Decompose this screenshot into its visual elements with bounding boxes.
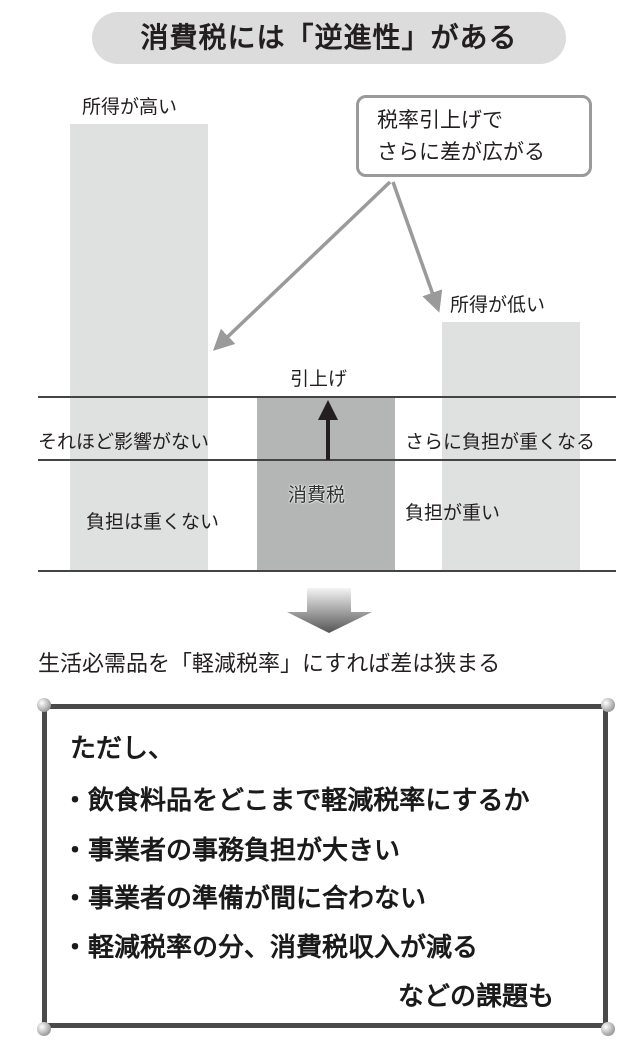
corner-rivet xyxy=(37,1022,51,1036)
corner-rivet xyxy=(601,698,615,712)
callout-box: 税率引上げで さらに差が広がる xyxy=(356,95,592,177)
high-income-label: 所得が高い xyxy=(82,96,178,118)
issues-closing: などの課題も xyxy=(398,982,555,1012)
low-income-bar xyxy=(442,322,580,571)
consumption-tax-label: 消費税 xyxy=(288,484,346,506)
high-income-upper-text: それほど影響がない xyxy=(38,431,210,453)
low-income-upper-text: さらに負担が重くなる xyxy=(405,431,596,453)
issue-item: ・飲食料品をどこまで軽減税率にするか xyxy=(62,786,530,816)
high-income-lower-text: 負担は重くない xyxy=(86,511,220,533)
corner-rivet xyxy=(601,1022,615,1036)
issue-item: ・事業者の事務負担が大きい xyxy=(62,836,401,866)
issue-item: ・事業者の準備が間に合わない xyxy=(62,884,427,914)
issues-intro: ただし、 xyxy=(70,734,175,764)
divider-line xyxy=(38,396,616,398)
callout-arrow-left xyxy=(212,180,392,351)
down-arrow-icon xyxy=(287,588,372,633)
callout-line1: 税率引上げで xyxy=(377,108,503,132)
up-arrow-icon xyxy=(318,400,338,420)
callout-arrow-right xyxy=(391,181,443,313)
arrows-layer xyxy=(212,180,443,633)
callout-line2: さらに差が広がる xyxy=(377,140,545,164)
issues-box xyxy=(42,704,608,1028)
issue-item: ・軽減税率の分、消費税収入が減る xyxy=(62,933,479,963)
low-income-lower-text: 負担が重い xyxy=(405,502,501,524)
title-banner: 消費税には「逆進性」がある xyxy=(92,12,566,64)
raise-label: 引上げ xyxy=(290,368,348,390)
high-income-bar xyxy=(70,124,208,571)
corner-rivet xyxy=(37,698,51,712)
conclusion-text: 生活必需品を「軽減税率」にすれば差は狭まる xyxy=(38,652,501,677)
low-income-label: 所得が低い xyxy=(450,294,546,316)
baseline xyxy=(38,570,616,572)
